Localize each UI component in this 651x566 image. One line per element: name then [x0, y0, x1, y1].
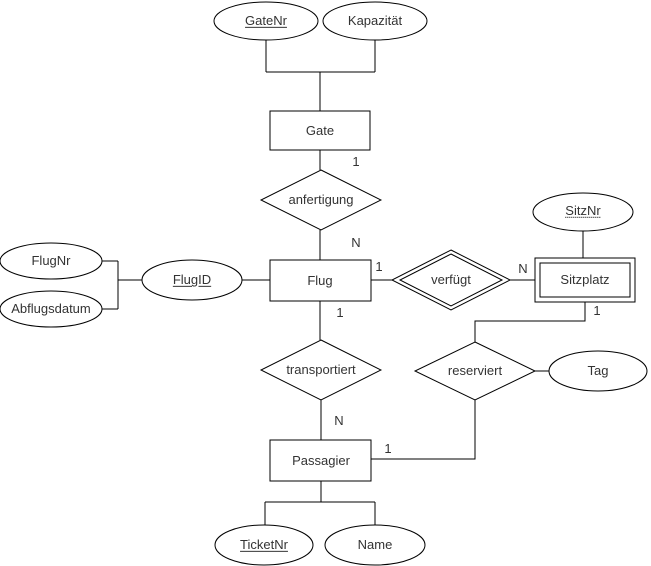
- cardinality-sitzplatz-reserviert: 1: [593, 302, 601, 318]
- attribute-tag-shape: [548, 350, 648, 392]
- edge-reserviert-passagier: [371, 400, 476, 460]
- attribute-gatenr-shape: [213, 1, 319, 41]
- entity-flug-shape: [269, 259, 372, 302]
- attribute-name-label: Name: [357, 536, 393, 552]
- relationship-anfertigung-label: anfertigung: [288, 191, 354, 207]
- attribute-flugid-shape: [141, 259, 243, 301]
- relationship-reserviert-shape: [413, 341, 537, 401]
- attribute-ticketnr-label: TicketNr: [240, 536, 288, 552]
- cardinality-gate-anfertigung: 1: [352, 153, 360, 169]
- relationship-verfuegt-inner-shape: [398, 253, 504, 307]
- cardinality-flug-transportiert: 1: [336, 304, 344, 320]
- attribute-gatenr-label: GateNr: [245, 12, 287, 28]
- attribute-flugid-label: FlugID: [172, 271, 212, 287]
- entity-sitzplatz-inner-shape: [539, 262, 631, 298]
- attribute-tag-label: Tag: [587, 362, 609, 378]
- attribute-name-shape: [324, 524, 426, 566]
- cardinality-transportiert-passagier: N: [334, 412, 344, 428]
- edge-sitzplatz-reserviert: [474, 302, 586, 342]
- attribute-flugnr-label: FlugNr: [31, 252, 71, 268]
- relationship-transportiert-shape: [259, 339, 383, 401]
- edge-gate-attributes: [265, 40, 376, 111]
- entity-passagier-shape: [269, 439, 372, 482]
- entity-gate-label: Gate: [305, 122, 335, 138]
- attribute-ticketnr-shape: [214, 524, 314, 566]
- edge-passagier-attributes: [264, 481, 376, 525]
- attribute-kapazitaet-shape: [322, 1, 428, 41]
- attribute-abflugsdatum-label: Abflugsdatum: [11, 300, 91, 316]
- relationship-transportiert-label: transportiert: [286, 361, 356, 377]
- entity-sitzplatz-label: Sitzplatz: [560, 271, 610, 287]
- attribute-kapazitaet-label: Kapazität: [347, 12, 403, 28]
- cardinality-passagier-reserviert: 1: [384, 440, 392, 456]
- relationship-reserviert-label: reserviert: [447, 362, 503, 378]
- attribute-sitznr-label: SitzNr: [565, 202, 601, 218]
- attribute-sitznr-shape: [532, 192, 634, 232]
- attribute-abflugsdatum-shape: [0, 290, 103, 328]
- relationship-verfuegt-label: verfügt: [431, 271, 471, 287]
- entity-passagier-label: Passagier: [292, 452, 350, 468]
- cardinality-verfuegt-sitzplatz: N: [518, 260, 528, 276]
- entity-flug-label: Flug: [307, 272, 333, 288]
- cardinality-flug-verfuegt: 1: [375, 258, 383, 274]
- cardinality-anfertigung-flug: N: [351, 234, 361, 250]
- edge-flug-left-attributes: [102, 260, 142, 310]
- attribute-flugnr-shape: [0, 242, 103, 280]
- relationship-anfertigung-shape: [259, 169, 383, 231]
- entity-gate-shape: [269, 110, 371, 151]
